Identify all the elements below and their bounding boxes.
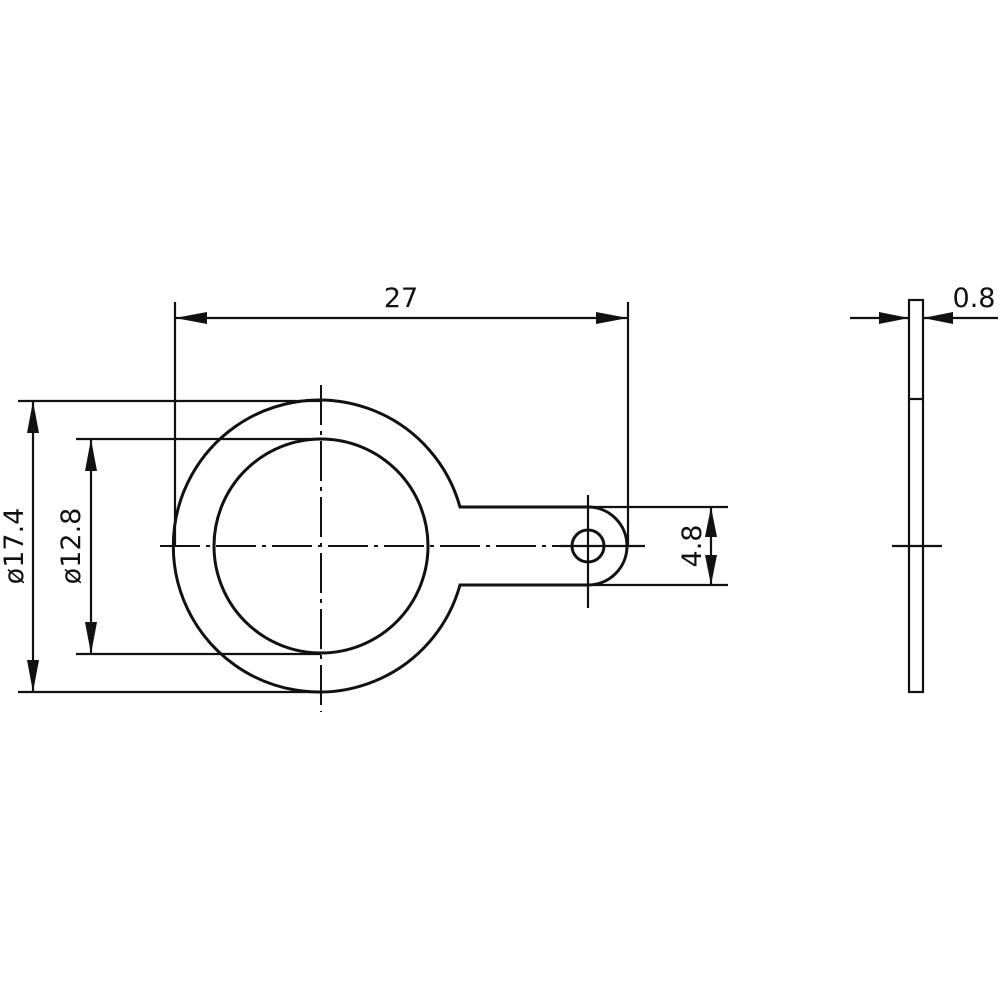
front-view xyxy=(160,385,645,712)
dimension-outer-diameter: ø17.4 xyxy=(0,399,321,694)
outer-profile xyxy=(171,398,629,694)
side-view xyxy=(892,298,942,694)
dimension-label-thickness: 0.8 xyxy=(953,283,996,314)
arrowhead-right xyxy=(923,312,953,324)
side-profile xyxy=(907,298,925,694)
dimension-thickness: 0.8 xyxy=(850,283,998,324)
dimension-label-27: 27 xyxy=(384,283,418,314)
arrowhead-top xyxy=(705,507,717,537)
arrowhead-top xyxy=(85,439,97,471)
dimension-tab-width: 4.8 xyxy=(588,505,728,587)
arrowhead-right xyxy=(596,312,628,324)
dimension-label-tab-width: 4.8 xyxy=(677,525,708,568)
arrowhead-top xyxy=(27,401,39,433)
arrowhead-left xyxy=(175,312,207,324)
dimension-overall-length: 27 xyxy=(173,283,630,546)
arrowhead-bottom xyxy=(27,660,39,692)
dimension-label-outer-diameter: ø17.4 xyxy=(0,508,30,585)
dimension-label-inner-diameter: ø12.8 xyxy=(56,508,87,585)
dimension-inner-diameter: ø12.8 xyxy=(56,437,321,656)
arrowhead-left xyxy=(879,312,909,324)
arrowhead-bottom xyxy=(85,622,97,654)
arrowhead-bottom xyxy=(705,555,717,585)
